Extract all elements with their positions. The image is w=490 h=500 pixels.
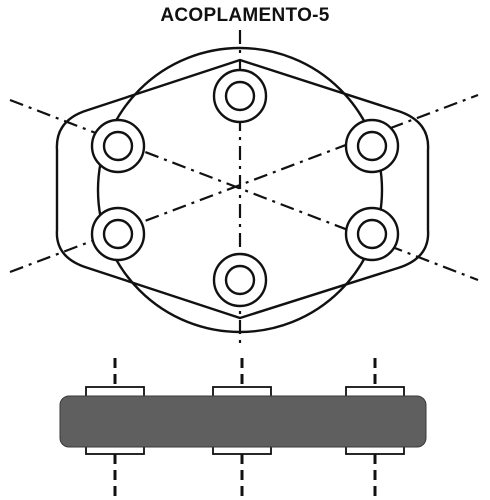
bolt-holes <box>90 68 400 308</box>
drawing-title: ACOPLAMENTO-5 <box>160 5 330 26</box>
bolt-hole-upper-right <box>344 118 400 174</box>
side-view <box>59 358 427 500</box>
bolt-hole-lower-left <box>90 206 146 262</box>
flange-side-bar <box>59 395 427 448</box>
bolt-circle <box>96 46 384 334</box>
bolt-hole-bottom <box>212 252 268 308</box>
diagonal-center-line-b <box>9 93 479 274</box>
bolt-hole-top <box>212 68 268 124</box>
hexagon-flange-outline <box>55 58 430 320</box>
bolt-hole-lower-right <box>344 206 400 262</box>
bolt-hole-upper-left <box>90 118 146 174</box>
diagonal-center-line-a <box>9 98 479 282</box>
